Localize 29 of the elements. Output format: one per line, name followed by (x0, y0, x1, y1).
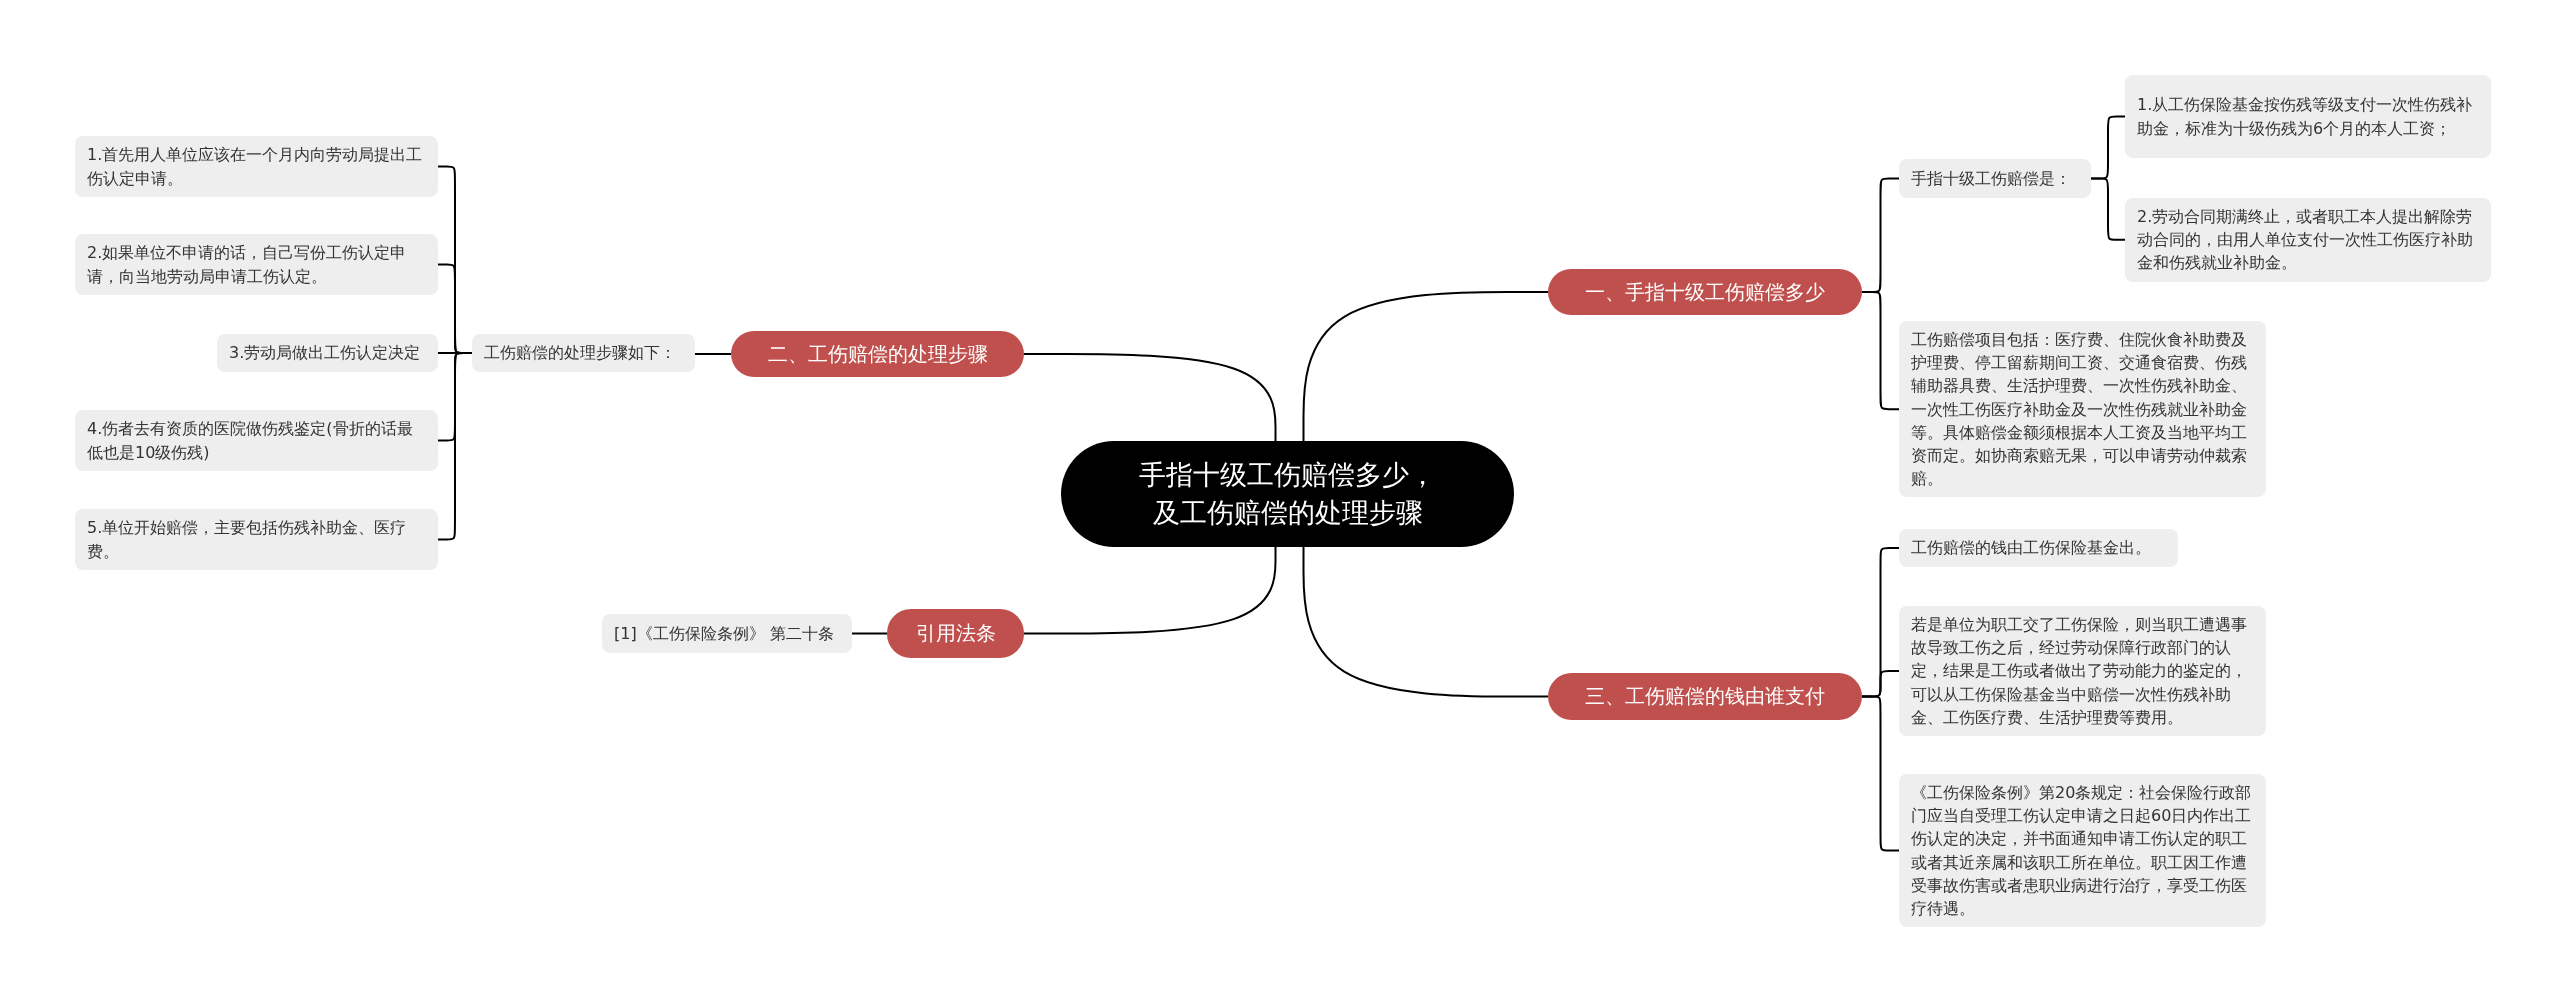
subtopic-box: 3.劳动局做出工伤认定决定 (217, 334, 438, 372)
branch-topic: 二、工伤赔偿的处理步骤 (731, 331, 1024, 377)
subtopic-box: 2.劳动合同期满终止，或者职工本人提出解除劳动合同的，由用人单位支付一次性工伤医疗补助金和伤残就业补助金。 (2125, 198, 2491, 282)
connector-line (1023, 546, 1277, 635)
central-topic: 手指十级工伤赔偿多少，及工伤赔偿的处理步骤 (1061, 441, 1514, 547)
connector-line (851, 632, 888, 635)
connector-line (1023, 353, 1277, 442)
connector-line (2090, 177, 2126, 241)
connector-line (1302, 546, 1549, 698)
subtopic-box: [1]《工伤保险条例》 第二十条 (602, 614, 852, 653)
subtopic-box: 《工伤保险条例》第20条规定：社会保险行政部门应当自受理工伤认定申请之日起60日内作出工伤认定的决定，并书面通知申请工伤认定的职工或者其近亲属和该职工所在单位。职工因工作遭受事故伤害或者患职业病进行治疗，享受工伤医疗待遇。 (1899, 774, 2266, 928)
subtopic-box: 5.单位开始赔偿，主要包括伤残补助金、医疗费。 (75, 509, 438, 570)
subtopic-box: 1.首先用人单位应该在一个月内向劳动局提出工伤认定申请。 (75, 136, 438, 197)
subtopic-box: 手指十级工伤赔偿是： (1899, 159, 2091, 198)
connector-line (437, 352, 473, 541)
branch-topic: 引用法条 (887, 609, 1024, 658)
connector-line (1861, 291, 1900, 411)
subtopic-box: 工伤赔偿项目包括：医疗费、住院伙食补助费及护理费、停工留薪期间工资、交通食宿费、伤残辅助器具费、生活护理费、一次性伤残补助金、一次性工伤医疗补助金及一次性伤残就业补助金等。具体赔偿金额须根据本人工资及当地平均工资而定。如协商索赔无果，可以申请劳动仲裁索赔。 (1899, 321, 2266, 498)
connector-line (1302, 291, 1549, 442)
subtopic-box: 1.从工伤保险基金按伤残等级支付一次性伤残补助金，标准为十级伤残为6个月的本人工资； (2125, 75, 2491, 158)
subtopic-box: 4.伤者去有资质的医院做伤残鉴定(骨折的话最低也是10级伤残) (75, 410, 438, 471)
connector-line (694, 353, 732, 355)
subtopic-box: 工伤赔偿的处理步骤如下： (472, 334, 695, 372)
subtopic-box: 若是单位为职工交了工伤保险，则当职工遭遇事故导致工伤之后，经过劳动保障行政部门的认定，结果是工伤或者做出了劳动能力的鉴定的，可以从工伤保险基金当中赔偿一次性伤残补助金、工伤医疗费、生活护理费等费用。 (1899, 606, 2266, 736)
subtopic-box: 2.如果单位不申请的话，自己写份工伤认定申请，向当地劳动局申请工伤认定。 (75, 234, 438, 295)
branch-topic: 三、工伤赔偿的钱由谁支付 (1548, 673, 1862, 720)
branch-topic: 一、手指十级工伤赔偿多少 (1548, 269, 1862, 315)
subtopic-box: 工伤赔偿的钱由工伤保险基金出。 (1899, 529, 2178, 567)
connector-line (1861, 695, 1900, 852)
